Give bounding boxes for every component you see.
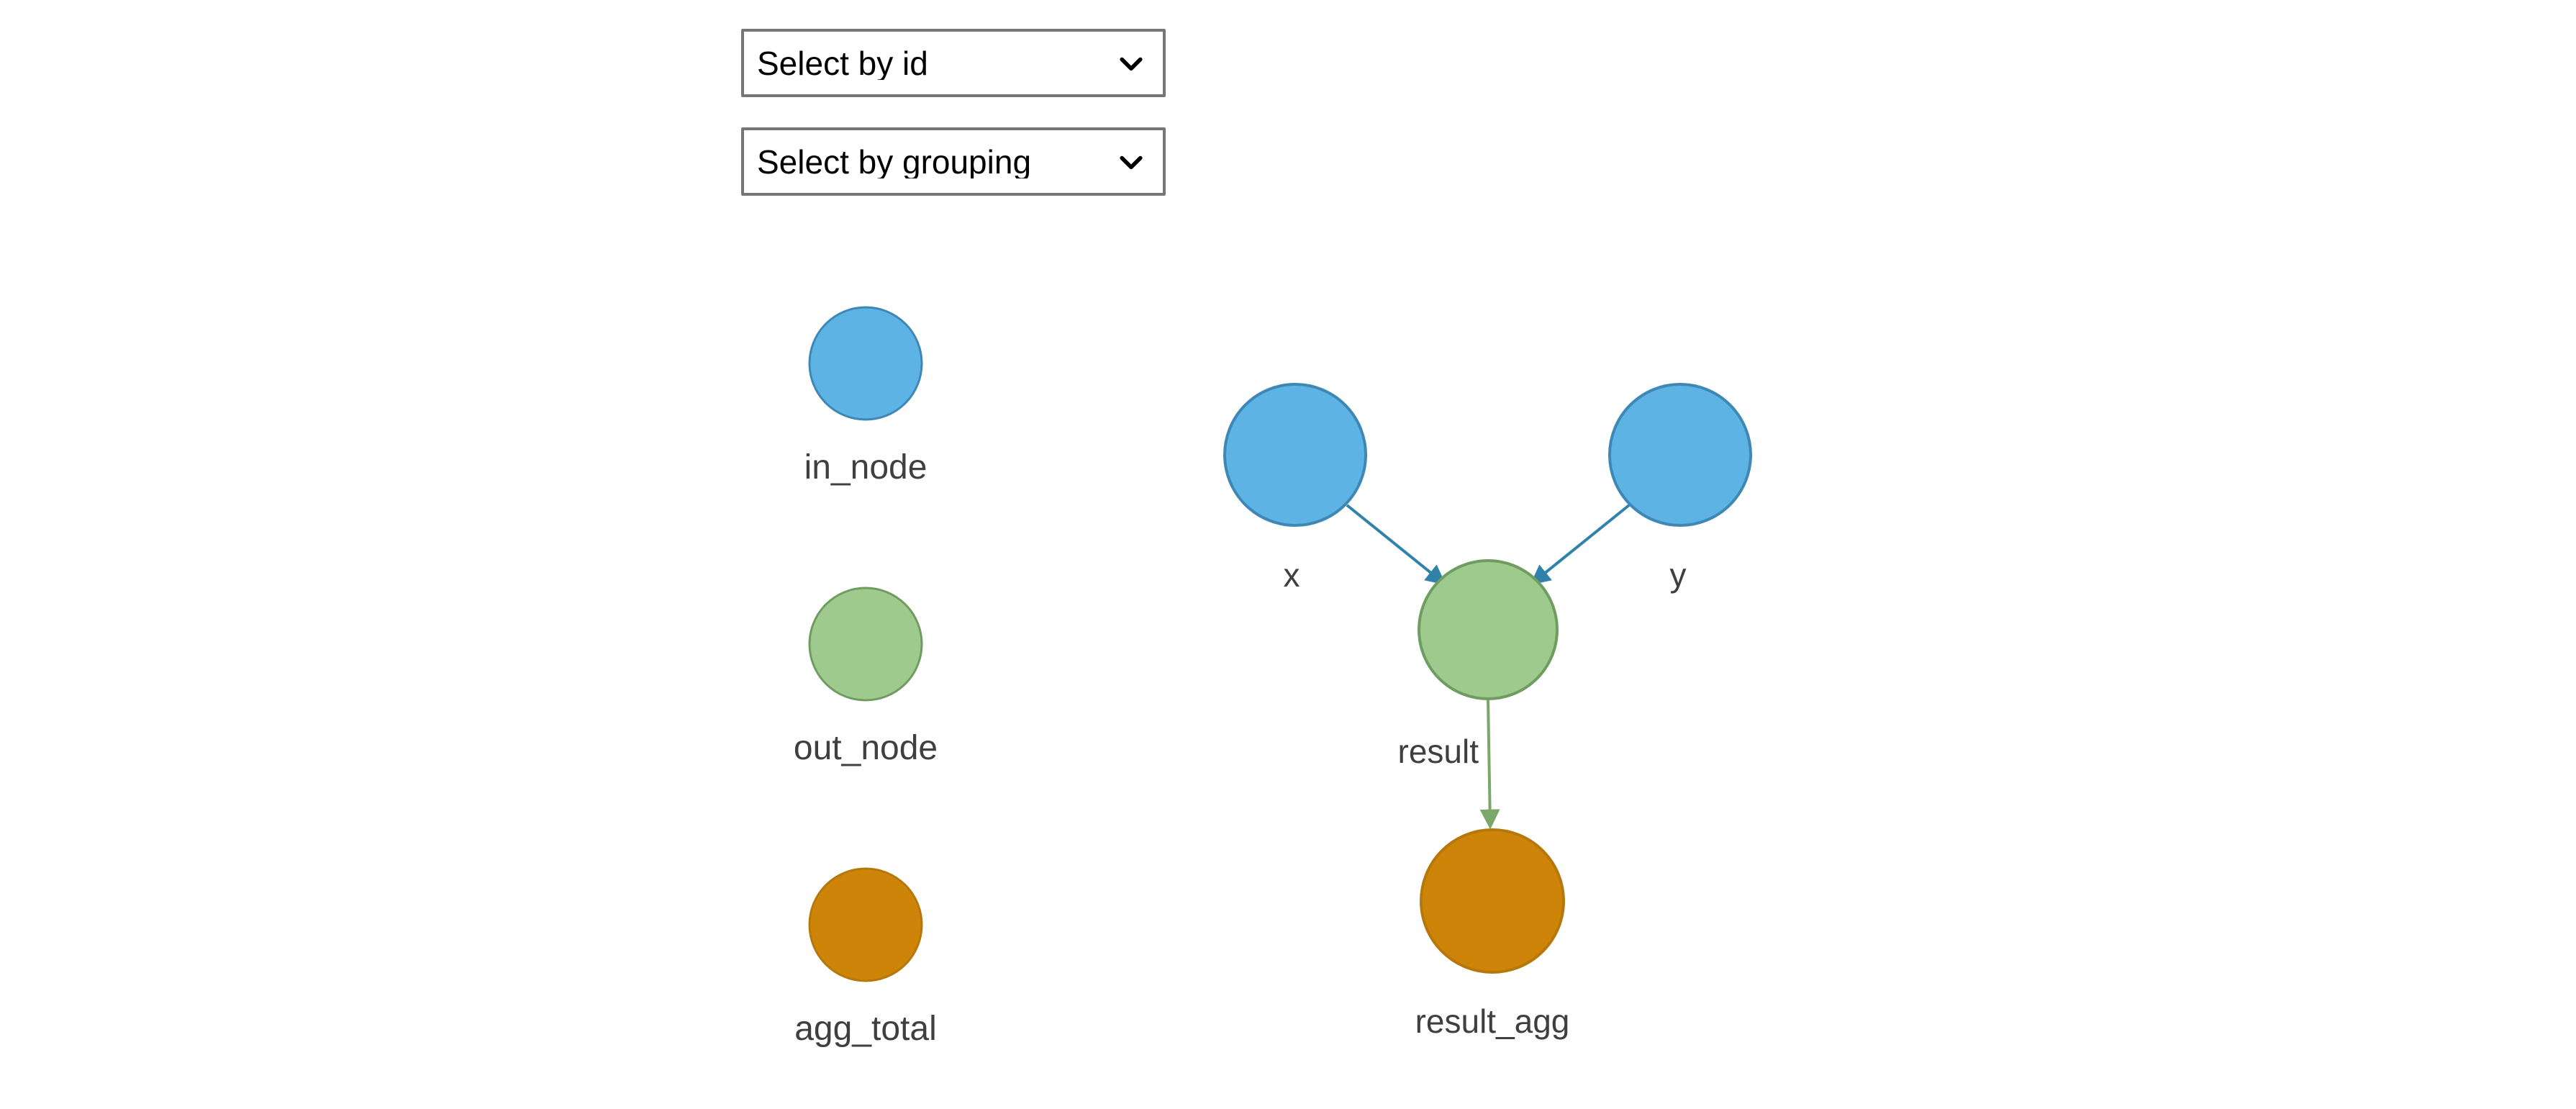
edge-label-result: result: [1398, 733, 1479, 770]
legend-swatch-out-node: [808, 587, 923, 702]
node-circle-x[interactable]: [1223, 383, 1367, 527]
legend: in_node out_node agg_total: [794, 306, 938, 1048]
graph-edges: result: [1346, 504, 1631, 830]
chevron-down-icon: [1120, 57, 1143, 71]
node-circle-result[interactable]: [1418, 559, 1559, 700]
node-circle-result-agg[interactable]: [1420, 828, 1565, 974]
node-result-agg[interactable]: result_agg: [1415, 828, 1570, 1040]
select-by-grouping-value: Select by grouping: [757, 145, 1032, 178]
node-x[interactable]: x: [1223, 383, 1367, 594]
node-result[interactable]: [1418, 559, 1559, 700]
node-label-result-agg: result_agg: [1415, 1002, 1570, 1040]
edge-result-to-result-agg: [1479, 699, 1500, 830]
node-label-y: y: [1670, 556, 1687, 594]
legend-item-in-node[interactable]: in_node: [804, 306, 928, 486]
select-by-grouping-dropdown[interactable]: Select by grouping: [741, 127, 1166, 196]
chevron-down-icon: [1120, 155, 1143, 169]
select-by-id-dropdown[interactable]: Select by id: [741, 29, 1166, 97]
select-by-id-value: Select by id: [757, 46, 928, 80]
legend-item-out-node[interactable]: out_node: [794, 587, 938, 767]
legend-swatch-in-node: [808, 306, 923, 421]
legend-label-in-node: in_node: [804, 448, 928, 486]
legend-item-agg-total[interactable]: agg_total: [794, 867, 937, 1048]
graph-nodes: x y result_agg: [1223, 383, 1752, 1040]
legend-label-agg-total: agg_total: [794, 1010, 937, 1048]
edge-y-to-result: [1530, 504, 1631, 585]
node-label-x: x: [1284, 556, 1300, 594]
node-circle-y[interactable]: [1608, 383, 1752, 527]
legend-label-out-node: out_node: [794, 729, 938, 767]
controls-panel: Select by id Select by grouping: [741, 29, 1173, 226]
node-y[interactable]: y: [1608, 383, 1752, 594]
legend-swatch-agg-total: [808, 867, 923, 982]
edge-x-to-result: [1346, 504, 1446, 585]
